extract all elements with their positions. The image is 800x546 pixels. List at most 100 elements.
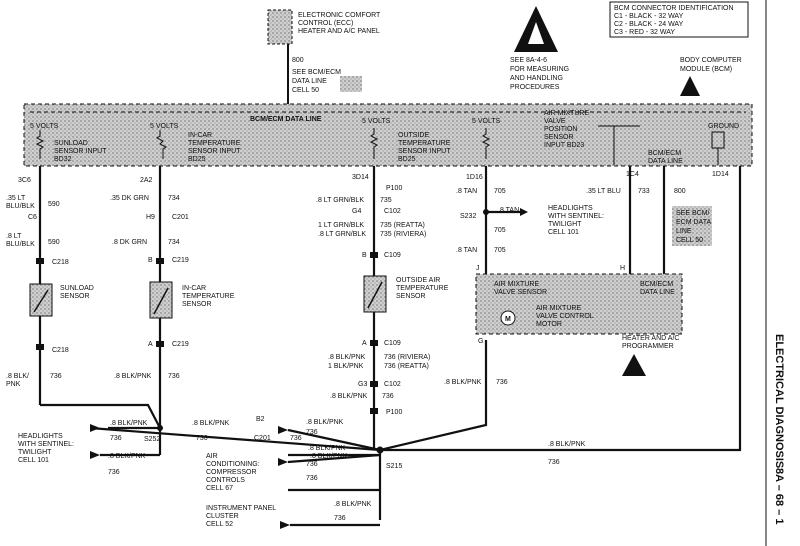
w-am-30: HEATER AND A/C xyxy=(622,335,679,342)
w-left-12: PNK xyxy=(6,381,21,388)
w-am-13: 733 xyxy=(638,188,650,195)
w-am-10: 705 xyxy=(494,247,506,254)
w-incar-10: SENSOR xyxy=(182,301,212,308)
w-out-7: .8 LT GRN/BLK xyxy=(318,231,366,238)
w-out-20: G3 xyxy=(358,381,367,388)
w-am-25: BCM/ECM xyxy=(640,281,673,288)
outside-input-1: OUTSIDE xyxy=(398,132,429,139)
w-bot-17: 736 xyxy=(306,461,318,468)
see-8a46-3: AND HANDLING xyxy=(510,75,563,82)
w-out-0: P100 xyxy=(386,185,402,192)
w-left-5: BLU/BLK xyxy=(6,241,35,248)
w-am-7: TWILIGHT xyxy=(548,221,582,228)
w-left-11: .8 BLK/ xyxy=(6,373,29,380)
pin-3c6: 3C6 xyxy=(18,177,31,184)
side-page: 8A – 68 – 1 xyxy=(773,468,785,524)
w-incar-0: .35 DK GRN xyxy=(110,195,149,202)
w-out-12: TEMPERATURE xyxy=(396,285,449,292)
incar-input-4: BD25 xyxy=(188,156,206,163)
bcm-label-1: BODY COMPUTER xyxy=(680,57,742,64)
w-out-17: 736 (RIVIERA) xyxy=(384,354,430,361)
w-bot-10: HEADLIGHTS xyxy=(18,433,63,440)
conn-id-title: BCM CONNECTOR IDENTIFICATION xyxy=(614,5,734,12)
w-bot-25: CELL 67 xyxy=(206,485,233,492)
w-am-23: VALVE CONTROL xyxy=(536,313,594,320)
w-out-16: .8 BLK/PNK xyxy=(328,354,366,361)
w-out-5: 1 LT GRN/BLK xyxy=(318,222,364,229)
w-am-28: .8 BLK/PNK xyxy=(444,379,482,386)
w-out-18: 1 BLK/PNK xyxy=(328,363,364,370)
w-am-5: HEADLIGHTS xyxy=(548,205,593,212)
bcm-ecm-inner-1: BCM/ECM xyxy=(648,150,681,157)
pin-1c4: 1C4 xyxy=(626,171,639,178)
ecc-label-3: HEATER AND A/C PANEL xyxy=(298,28,380,35)
w-bot-32: 736 xyxy=(548,459,560,466)
w-left-13: 736 xyxy=(50,373,62,380)
w-incar-9: TEMPERATURE xyxy=(182,293,235,300)
incar-input-2: TEMPERATURE xyxy=(188,140,241,147)
w-bot-0: .8 BLK/PNK xyxy=(110,420,148,427)
connector-marks xyxy=(36,209,489,454)
see-8a46-2: FOR MEASURING xyxy=(510,66,569,73)
outside-input-4: BD25 xyxy=(398,156,416,163)
w-left-0: .35 LT xyxy=(6,195,26,202)
w-out-11: OUTSIDE AIR xyxy=(396,277,440,284)
see-bcm-ecm-note xyxy=(672,206,712,246)
w-out-1: .8 LT GRN/BLK xyxy=(316,197,364,204)
see-8a46-4: PROCEDURES xyxy=(510,84,560,91)
w-left-6: 590 xyxy=(48,239,60,246)
ground-label: GROUND xyxy=(708,123,739,130)
w-bot-13: CELL 101 xyxy=(18,457,49,464)
w-bot-8: C201 xyxy=(254,435,271,442)
w-bot-12: TWILIGHT xyxy=(18,449,52,456)
w-bot-26: .8 BLK/PNK xyxy=(334,501,372,508)
side-title: ELECTRICAL DIAGNOSIS xyxy=(773,334,785,468)
w-am-19: H xyxy=(620,265,625,272)
outside-temp-sensor xyxy=(363,275,387,313)
w-bot-23: COMPRESSOR xyxy=(206,469,257,476)
w-bot-7: B2 xyxy=(256,416,265,423)
w-bot-18: S215 xyxy=(386,463,402,470)
esd-warning-icon xyxy=(514,6,558,52)
esd-programmer-icon xyxy=(622,354,646,376)
sunload-input-1: SUNLOAD xyxy=(54,140,88,147)
w-bot-2: .8 BLK/PNK xyxy=(108,453,146,460)
w-bot-28: INSTRUMENT PANEL xyxy=(206,505,276,512)
see-bcm-top-2: DATA LINE xyxy=(292,78,327,85)
w-out-4: C102 xyxy=(384,208,401,215)
w-am-15: SEE BCM/ xyxy=(676,210,710,217)
w-am-22: AIR MIXTURE xyxy=(536,305,581,312)
airmix-input-5: INPUT BD23 xyxy=(544,142,584,149)
airmix-input-2: VALVE xyxy=(544,118,566,125)
heater-ac-programmer: M xyxy=(475,273,683,335)
w-bot-31: .8 BLK/PNK xyxy=(548,441,586,448)
w-left-8: SUNLOAD xyxy=(60,285,94,292)
w-left-10: C218 xyxy=(52,347,69,354)
w-left-4: .8 LT xyxy=(6,233,22,240)
pin-3d14: 3D14 xyxy=(352,174,369,181)
w-bot-6: 736 xyxy=(196,435,208,442)
see-bcm-top-3: CELL 50 xyxy=(292,87,319,94)
sunload-input-2: SENSOR INPUT xyxy=(54,148,107,155)
w-left-1: BLU/BLK xyxy=(6,203,35,210)
pin-2a2: 2A2 xyxy=(140,177,153,184)
w-out-22: .8 BLK/PNK xyxy=(330,393,368,400)
w-bot-30: CELL 52 xyxy=(206,521,233,528)
ecc-label-1: ELECTRONIC COMFORT xyxy=(298,12,381,19)
w-bot-9: 736 xyxy=(290,435,302,442)
w-am-11: J xyxy=(476,265,480,272)
w-out-8: 735 (RIVIERA) xyxy=(380,231,426,238)
w-am-12: .35 LT BLU xyxy=(586,188,621,195)
w-incar-14: 736 xyxy=(168,373,180,380)
w-out-15: C109 xyxy=(384,340,401,347)
w-am-8: CELL 101 xyxy=(548,229,579,236)
w-out-6: 735 (REATTA) xyxy=(380,222,425,229)
w-am-31: PROGRAMMER xyxy=(622,343,674,350)
see-bcm-top-1: SEE BCM/ECM xyxy=(292,69,341,76)
w-bot-16: .8 BLK/PNK xyxy=(308,445,346,452)
w-incar-4: .8 DK GRN xyxy=(112,239,147,246)
w-bot-1: 736 xyxy=(110,435,122,442)
w-left-3: C6 xyxy=(28,214,37,221)
volts-4: 5 VOLTS xyxy=(472,118,501,125)
